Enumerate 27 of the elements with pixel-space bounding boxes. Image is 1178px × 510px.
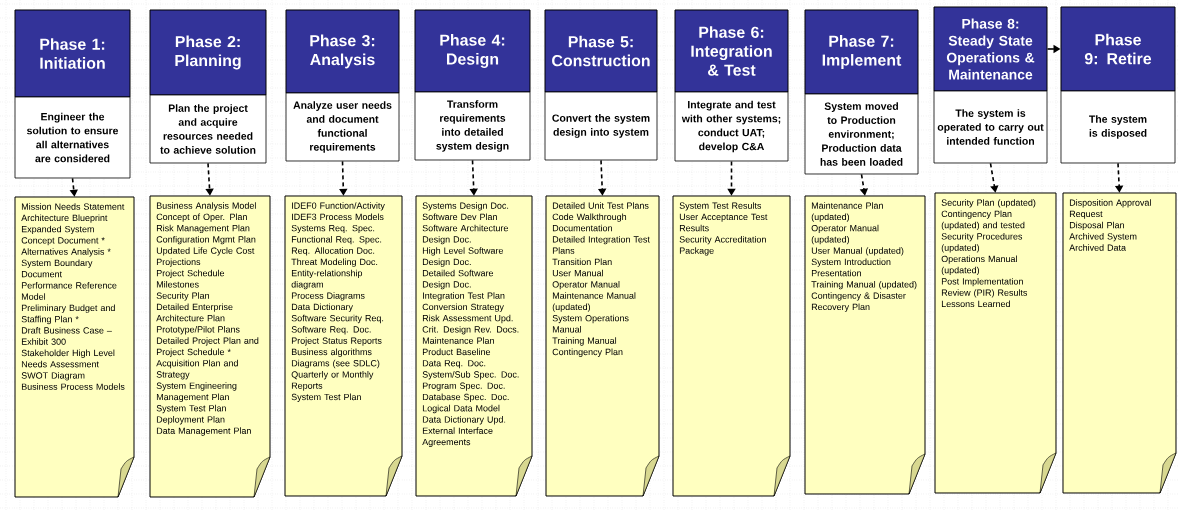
- description-box: Plan the project and acquire resources needed to achieve solution: [149, 94, 267, 164]
- description-box: Analyze user needs and document functional requirements: [285, 92, 400, 162]
- description-box: System moved to Production environment; Production data has been loaded: [804, 93, 919, 175]
- description-box: The system is disposed: [1060, 90, 1176, 164]
- phase-header: Phase 2: Planning: [149, 9, 267, 96]
- phase-header: Phase 4: Design: [414, 9, 531, 93]
- phase-header: Phase 9: Retire: [1060, 6, 1176, 92]
- phase-header: Phase 8: Steady State Operations & Maintenance: [933, 6, 1048, 92]
- document-note: Detailed Unit Test Plans Code Walkthrough Documentation Detailed Integration Test Plans Transition Plan User Manual Operator Manual Maintenance Manual (updated) System Operations Manual Training Manual Contingency Plan: [545, 195, 660, 497]
- description-box: Integrate and test with other systems; conduct UAT; develop C&A: [674, 91, 789, 162]
- document-note: IDEF0 Function/Activity IDEF3 Process Models Systems Req. Spec. Functional Req. Spec. Req. Allocation Doc. Threat Modeling Doc. Entity-relationship diagram Process Diagrams Data Dictionary Software Security Req. Software Req. Doc. Project Status Reports Business algorithms Diagrams (see SDLC) Quarterly or Monthly Reports System Test Plan: [284, 195, 403, 497]
- description-box: Convert the system design into system: [544, 91, 658, 161]
- document-note: Disposition Approval Request Disposal Plan Archived System Archived Data: [1062, 192, 1177, 494]
- document-note: System Test Results User Acceptance Test Results Security Accreditation Package: [672, 195, 791, 497]
- document-note: Mission Needs Statement Architecture Blueprint Expanded System Concept Document * Alternatives Analysis * System Boundary Document Performance Reference Model Preliminary Budget and Staffing Plan * Draft Business Case – Exhibit 300 Stakeholder High Level Needs Assessment SWOT Diagram Business Process Models: [14, 196, 135, 498]
- phase-header: Phase 7: Implement: [804, 9, 919, 95]
- document-note: Maintenance Plan (updated) Operator Manual (updated) User Manual (updated) System Introduction Presentation Training Manual (updated) Contingency & Disaster Recovery Plan: [804, 195, 926, 495]
- phase-header: Phase 1: Initiation: [14, 9, 131, 98]
- description-box: Transform requirements into detailed system design: [414, 91, 531, 161]
- phase-header: Phase 5: Construction: [544, 9, 658, 93]
- description-box: Engineer the solution to ensure all alternatives are considered: [14, 96, 131, 179]
- document-note: Security Plan (updated) Contingency Plan (updated) and tested Security Procedures (updated) Operations Manual (updated) Post Implementation Review (PIR) Results Lessons Learned: [934, 192, 1057, 494]
- document-note: Business Analysis Model Concept of Oper. Plan Risk Management Plan Configuration Mgmt Plan Updated Life Cycle Cost Projections Project Schedule Milestones Security Plan Detailed Enterprise Architecture Plan Prototype/Pilot Plans Detailed Project Plan and Project Schedule * Acquisition Plan and Strategy System Engineering Management Plan System Test Plan Deployment Plan Data Management Plan: [149, 195, 271, 498]
- description-box: The system is operated to carry out intended function: [933, 90, 1048, 164]
- phase-header: Phase 6: Integration & Test: [674, 9, 789, 93]
- phase-header: Phase 3: Analysis: [285, 9, 400, 94]
- document-note: Systems Design Doc. Software Dev Plan Software Architecture Design Doc. High Level Software Design Doc. Detailed Software Design Doc. Integration Test Plan Conversion Strategy Risk Assessment Upd. Crit. Design Rev. Docs. Maintenance Plan Product Baseline Data Req. Doc. System/Sub Spec. Doc. Program Spec. Doc. Database Spec. Doc. Logical Data Model Data Dictionary Upd. External Interface Agreements: [415, 195, 533, 497]
